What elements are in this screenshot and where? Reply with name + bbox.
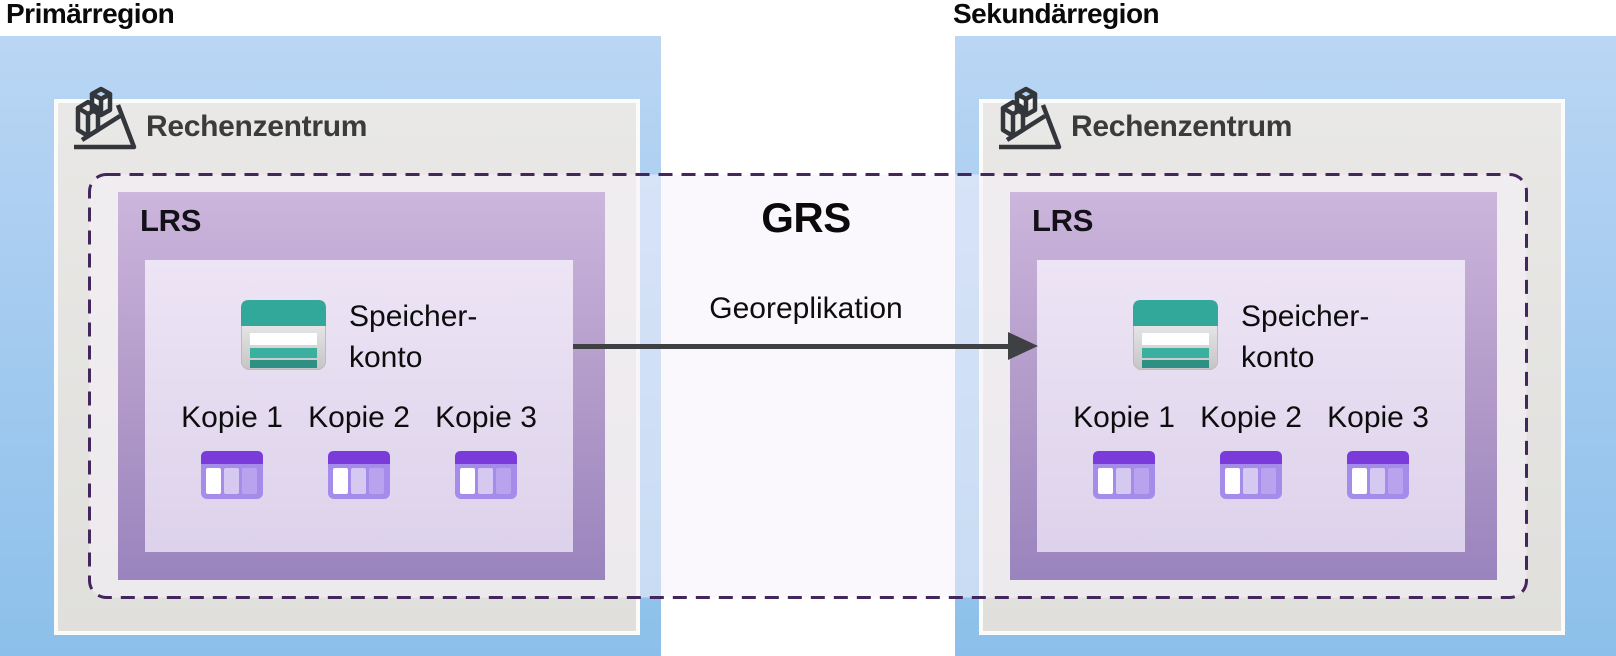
table-icon (1220, 451, 1282, 499)
secondary-lrs-box: LRS Speicher- konto Kopie 1 Kopie 2 (1010, 192, 1497, 580)
georeplication-arrow (573, 344, 1010, 349)
datacenter-icon (72, 78, 138, 152)
secondary-storage-account: Speicher- konto (1133, 296, 1369, 378)
georeplication-label: Georeplikation (709, 292, 903, 325)
copy-label: Kopie 3 (1327, 401, 1429, 434)
primary-datacenter-label: Rechenzentrum (146, 110, 368, 143)
primary-storage-account: Speicher- konto (241, 296, 477, 378)
secondary-datacenter-label: Rechenzentrum (1071, 110, 1293, 143)
primary-region-title: Primärregion (6, 0, 175, 29)
datacenter-icon (997, 78, 1063, 152)
copy-item: Kopie 1 (181, 400, 283, 499)
copy-label: Kopie 1 (1073, 401, 1175, 434)
secondary-region-title: Sekundärregion (953, 0, 1160, 29)
copy-label: Kopie 2 (1200, 401, 1302, 434)
copy-item: Kopie 1 (1073, 400, 1175, 499)
copy-label: Kopie 3 (435, 401, 537, 434)
copy-label: Kopie 2 (308, 401, 410, 434)
copy-item: Kopie 3 (435, 400, 537, 499)
primary-lrs-box: LRS Speicher- konto Kopie 1 Kopie 2 (118, 192, 605, 580)
primary-storage-account-label: Speicher- konto (349, 300, 478, 374)
secondary-copies-row: Kopie 1 Kopie 2 Kopie 3 (1037, 400, 1465, 499)
georeplication-arrowhead-icon (1008, 332, 1038, 360)
secondary-storage-account-label: Speicher- konto (1241, 300, 1370, 374)
copy-item: Kopie 3 (1327, 400, 1429, 499)
table-icon (201, 451, 263, 499)
table-icon (1093, 451, 1155, 499)
primary-lrs-label: LRS (140, 203, 202, 238)
secondary-lrs-label: LRS (1032, 203, 1094, 238)
storage-account-icon (241, 300, 326, 370)
secondary-storage-panel: Speicher- konto Kopie 1 Kopie 2 Kopie 3 (1037, 260, 1465, 552)
table-icon (328, 451, 390, 499)
table-icon (455, 451, 517, 499)
storage-account-icon (1133, 300, 1218, 370)
primary-copies-row: Kopie 1 Kopie 2 Kopie 3 (145, 400, 573, 499)
copy-item: Kopie 2 (1200, 400, 1302, 499)
copy-item: Kopie 2 (308, 400, 410, 499)
copy-label: Kopie 1 (181, 401, 283, 434)
grs-title: GRS (761, 194, 851, 241)
primary-storage-panel: Speicher- konto Kopie 1 Kopie 2 Kopie 3 (145, 260, 573, 552)
table-icon (1347, 451, 1409, 499)
